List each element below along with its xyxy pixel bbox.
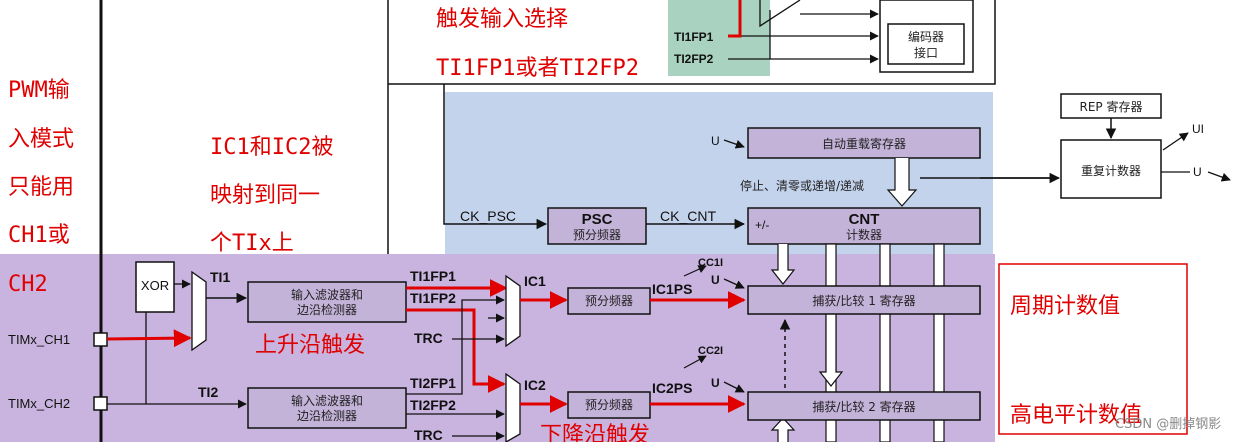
bus-3 bbox=[933, 243, 945, 442]
ic-mapping-note-2: 映射到同一 bbox=[210, 183, 320, 208]
ic1-label: IC1 bbox=[524, 273, 546, 289]
ic2-label: IC2 bbox=[524, 377, 546, 393]
filter-edge-detector-1 bbox=[247, 281, 407, 323]
u-label-reload: U bbox=[711, 134, 720, 148]
tim-ch2-pin bbox=[93, 396, 108, 411]
u-label-cc2: U bbox=[711, 376, 720, 390]
bus-2 bbox=[879, 243, 891, 442]
tim-ch1-pin bbox=[93, 332, 108, 347]
cnt-to-ccr1-arrow bbox=[770, 244, 796, 285]
ti2-label: TI2 bbox=[198, 384, 218, 400]
prescaler-2-label: 预分频器 bbox=[585, 398, 633, 412]
cc2i-label: CC2I bbox=[698, 345, 723, 357]
ck-psc-line bbox=[443, 84, 548, 230]
filter1-label-1: 输入滤波器和 bbox=[291, 287, 363, 302]
reload-u-arrow bbox=[723, 139, 745, 149]
cnt-block bbox=[747, 207, 981, 245]
tim-ch1-label: TIMx_CH1 bbox=[8, 332, 70, 347]
rising-edge-note: 上升沿触发 bbox=[255, 333, 365, 358]
ch1-red-path bbox=[106, 329, 192, 348]
prescaler-1 bbox=[567, 287, 651, 315]
filter-edge-detector-2 bbox=[247, 387, 407, 429]
filter1-label-2: 边沿检测器 bbox=[297, 302, 357, 317]
ti2fp2-label: TI2FP2 bbox=[410, 397, 456, 413]
filter2-label-1: 输入滤波器和 bbox=[291, 393, 363, 408]
encoder-interface-block bbox=[887, 23, 965, 65]
top-ti1fp1-label: TI1FP1 bbox=[674, 30, 714, 44]
counter-ui-arrow bbox=[1162, 132, 1189, 151]
trigger-select-annotation: 触发输入选择 bbox=[436, 7, 568, 32]
u-cc1-arrow bbox=[723, 278, 745, 289]
cc1i-label: CC1I bbox=[698, 257, 723, 269]
prescaler-1-label: 预分频器 bbox=[585, 294, 633, 308]
ic2-mux bbox=[505, 372, 521, 442]
upper-frame-bottom bbox=[388, 0, 996, 85]
trc-label-2: TRC bbox=[414, 427, 443, 442]
ti2fp1-link bbox=[406, 295, 505, 395]
cc1i-arrow bbox=[683, 265, 707, 277]
pwm-mode-note-1: PWM输 bbox=[8, 78, 70, 103]
cnt-plus-minus: +/- bbox=[755, 218, 769, 232]
cnt-title: CNT bbox=[849, 211, 880, 228]
prescaler-2 bbox=[567, 391, 651, 419]
tim-ch2-label: TIMx_CH2 bbox=[8, 396, 70, 411]
ic1ps-label: IC1PS bbox=[652, 281, 692, 297]
falling-edge-note: 下降沿触发 bbox=[540, 423, 650, 442]
counter-u-arrow bbox=[1207, 171, 1231, 182]
ti1-label: TI1 bbox=[210, 269, 230, 285]
ic-mapping-note-1: IC1和IC2被 bbox=[210, 135, 333, 160]
trigger-select-sources: TI1FP1或者TI2FP2 bbox=[436, 56, 639, 81]
count-annotation-box bbox=[998, 263, 1188, 435]
ic1-mux bbox=[505, 274, 521, 348]
u-label-cc1: U bbox=[711, 273, 720, 287]
ti1fp2-red-path bbox=[406, 308, 506, 393]
green-region bbox=[668, 0, 770, 76]
u-label-right: U bbox=[1193, 165, 1202, 179]
stop-clear-note: 停止、清零或递增/递减 bbox=[740, 178, 864, 193]
repeat-counter-label: 重复计数器 bbox=[1081, 163, 1141, 178]
encoder-label-2: 接口 bbox=[914, 45, 938, 60]
rep-register-label: REP 寄存器 bbox=[1080, 99, 1143, 114]
reload-to-cnt-arrow bbox=[886, 158, 918, 207]
ic-mapping-note-3: 个TIx上 bbox=[210, 231, 294, 256]
pwm-mode-note-3: 只能用 bbox=[8, 175, 74, 200]
pwm-mode-note-4: CH1或 bbox=[8, 223, 70, 248]
psc-title: PSC bbox=[582, 211, 613, 228]
top-ti2fp2-label: TI2FP2 bbox=[674, 52, 714, 66]
high-level-count-note: 高电平计数值 bbox=[1010, 403, 1142, 428]
cnt-subtitle: 计数器 bbox=[846, 227, 882, 242]
ccr1-to-ccr2-arrow bbox=[818, 316, 844, 387]
xor-block bbox=[135, 261, 175, 313]
trc-label-1: TRC bbox=[414, 330, 443, 346]
ui-label: UI bbox=[1192, 122, 1204, 136]
ti1fp1-label: TI1FP1 bbox=[410, 268, 456, 284]
repeat-counter bbox=[1060, 139, 1162, 199]
auto-reload-register bbox=[747, 127, 981, 159]
csdn-watermark: CSDN @删掉钢影 bbox=[1115, 417, 1221, 432]
psc-subtitle: 预分频器 bbox=[573, 228, 621, 242]
period-count-note: 周期计数值 bbox=[1010, 294, 1120, 319]
capture-compare-1-label: 捕获/比较 1 寄存器 bbox=[812, 293, 915, 308]
ck-psc-label: CK_PSC bbox=[460, 208, 516, 224]
capture-compare-1-register bbox=[747, 285, 981, 315]
xor-label: XOR bbox=[141, 278, 169, 293]
ck-cnt-label: CK_CNT bbox=[660, 208, 716, 224]
top-mux-shape bbox=[759, 0, 801, 28]
capture-compare-2-register bbox=[747, 391, 981, 421]
ti2fp1-label: TI2FP1 bbox=[410, 375, 456, 391]
psc-block bbox=[547, 207, 647, 245]
auto-reload-label: 自动重载寄存器 bbox=[822, 136, 906, 151]
capture-compare-2-label: 捕获/比较 2 寄存器 bbox=[812, 399, 915, 414]
ti1fp2-label: TI1FP2 bbox=[410, 290, 456, 306]
top-red-selector bbox=[728, 0, 742, 38]
ic2ps-label: IC2PS bbox=[652, 380, 692, 396]
pwm-mode-note-2: 入模式 bbox=[8, 127, 74, 152]
u-cc2-arrow bbox=[723, 381, 745, 393]
pwm-mode-note-5: CH2 bbox=[8, 272, 48, 297]
ti-input-mux bbox=[191, 270, 207, 352]
cc2i-arrow bbox=[683, 355, 707, 369]
encoder-label-1: 编码器 bbox=[908, 29, 944, 44]
filter2-label-2: 边沿检测器 bbox=[297, 408, 357, 423]
